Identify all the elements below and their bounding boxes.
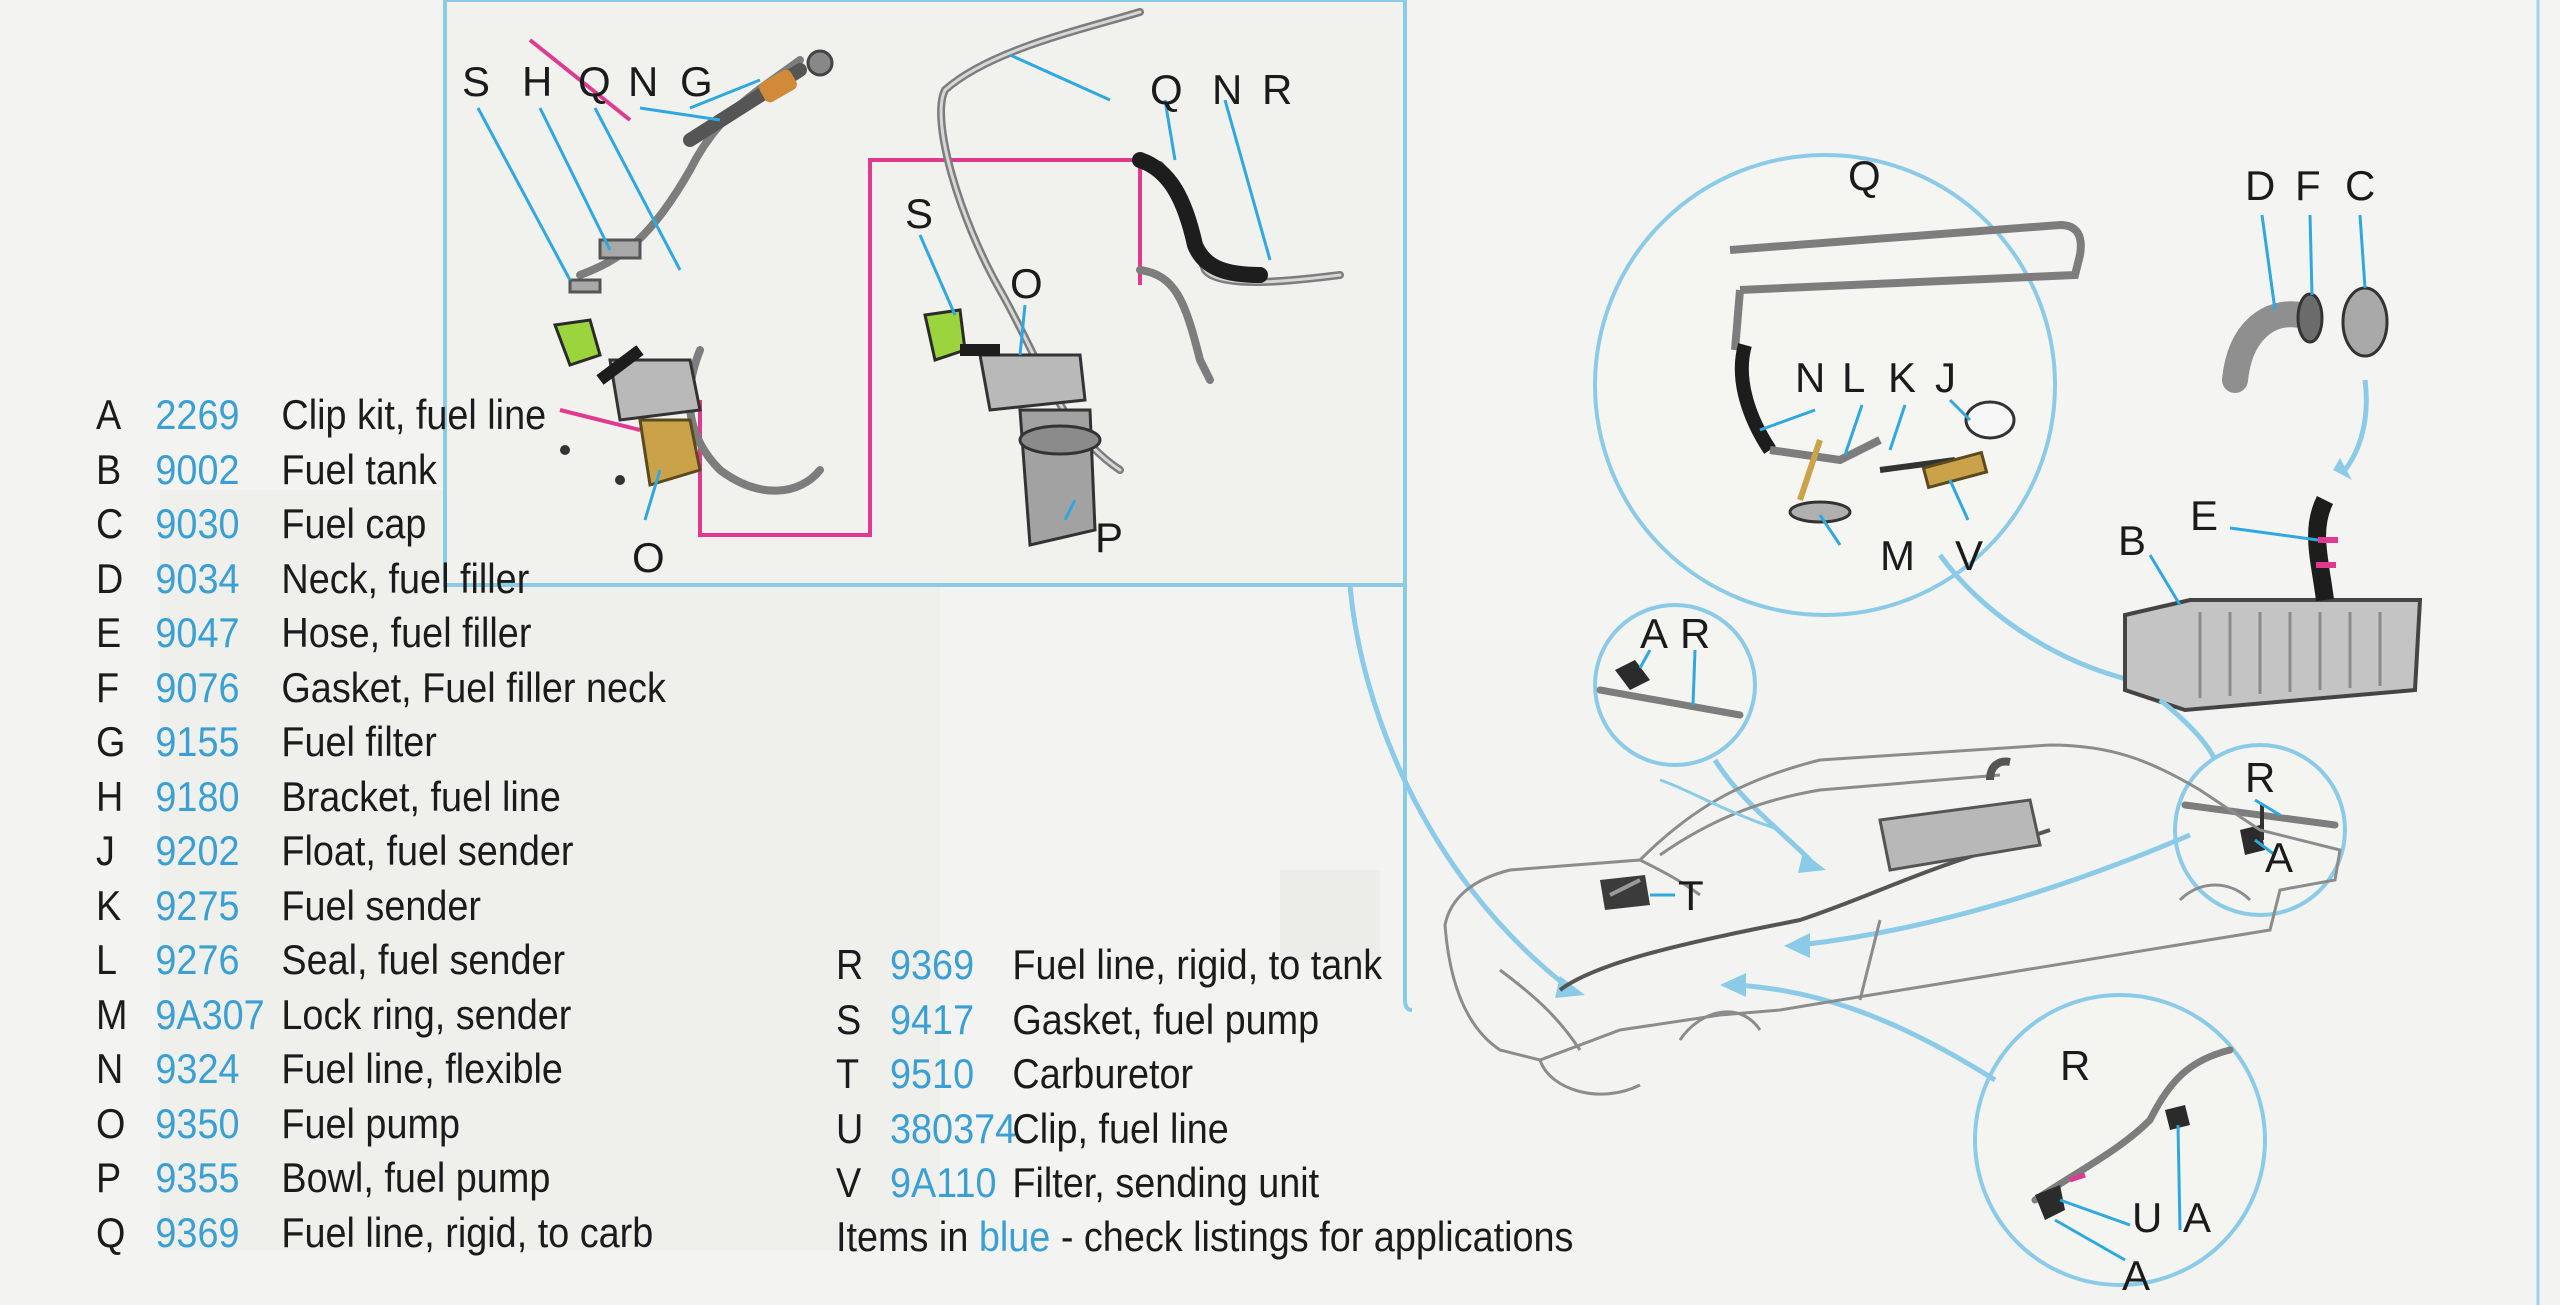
tank-labels: B E	[2118, 492, 2218, 564]
car-tank	[1878, 757, 2042, 872]
callout-r-bottom: R	[2060, 1042, 2090, 1089]
callout-q-sender: Q	[1848, 152, 1881, 199]
fuel-pump-left	[552, 318, 702, 487]
callout-q-top: Q	[578, 58, 611, 105]
callout-o-pump-lower: O	[632, 534, 665, 581]
callout-h-top: H	[522, 58, 552, 105]
callout-d-neck: D	[2245, 162, 2275, 209]
callout-m-sender: M	[1880, 532, 1915, 579]
callout-u-bottom: U	[2132, 1194, 2162, 1241]
fuel-pump-right	[923, 308, 1102, 547]
callout-k-sender: K	[1888, 354, 1916, 401]
callout-a-right-clip: A	[2265, 834, 2293, 881]
callout-n-right: N	[1212, 66, 1242, 113]
car-illustration	[1443, 743, 2342, 1096]
filler-neck-detail	[2222, 214, 2389, 480]
clip-bottom-labels: R U A A	[2060, 1042, 2211, 1299]
clip-detail-ar	[1593, 603, 1826, 873]
callout-s-top: S	[462, 58, 490, 105]
sender-unit-detail	[1593, 153, 2085, 617]
callout-e-tank: E	[2190, 492, 2218, 539]
callout-q-right: Q	[1150, 66, 1183, 113]
callout-a-bottom: A	[2122, 1252, 2150, 1299]
callout-a-bottom-right: A	[2183, 1194, 2211, 1241]
clip-right-labels: R A	[2245, 754, 2293, 881]
clip-detail-bottom	[1720, 973, 2267, 1287]
carburetor-part	[1600, 875, 1675, 910]
callout-p-pump: P	[1095, 514, 1123, 561]
callout-r-clip: R	[1680, 610, 1710, 657]
callout-o-pump-upper: O	[1010, 260, 1043, 307]
clip-ar-labels: A R	[1640, 610, 1710, 657]
neck-labels: D F C	[2245, 162, 2375, 209]
callout-v-sender: V	[1955, 532, 1983, 579]
callout-r-right: R	[1262, 66, 1292, 113]
callout-l-sender: L	[1842, 354, 1865, 401]
callout-j-sender: J	[1935, 354, 1956, 401]
callout-r-right-clip: R	[2245, 754, 2275, 801]
sender-labels: Q N L K J M V	[1795, 152, 1983, 579]
sender-connector	[1937, 553, 2131, 683]
car-fuel-line	[1558, 828, 2051, 992]
flexible-fuel-hose	[1132, 152, 1268, 283]
callout-n-top: N	[628, 58, 658, 105]
top-panel-labels: S H Q N G Q N R S O O P	[462, 58, 1292, 581]
applications-footnote: Items in blue - check listings for appli…	[836, 1213, 1574, 1260]
callout-a-clip: A	[1640, 610, 1668, 657]
callout-c-neck: C	[2345, 162, 2375, 209]
leader-lines-top	[476, 53, 1272, 521]
callout-f-neck: F	[2295, 162, 2321, 209]
minor-connector	[1659, 778, 1781, 832]
callout-n-sender: N	[1795, 354, 1825, 401]
callout-g-top: G	[680, 58, 713, 105]
callout-t-carb: T	[1678, 872, 1704, 919]
callout-b-tank: B	[2118, 517, 2146, 564]
callout-s-pump: S	[905, 190, 933, 237]
fuel-line-bracket-part	[568, 238, 642, 294]
fuel-flow-path	[528, 38, 1142, 537]
fuel-filter-part	[683, 49, 834, 147]
